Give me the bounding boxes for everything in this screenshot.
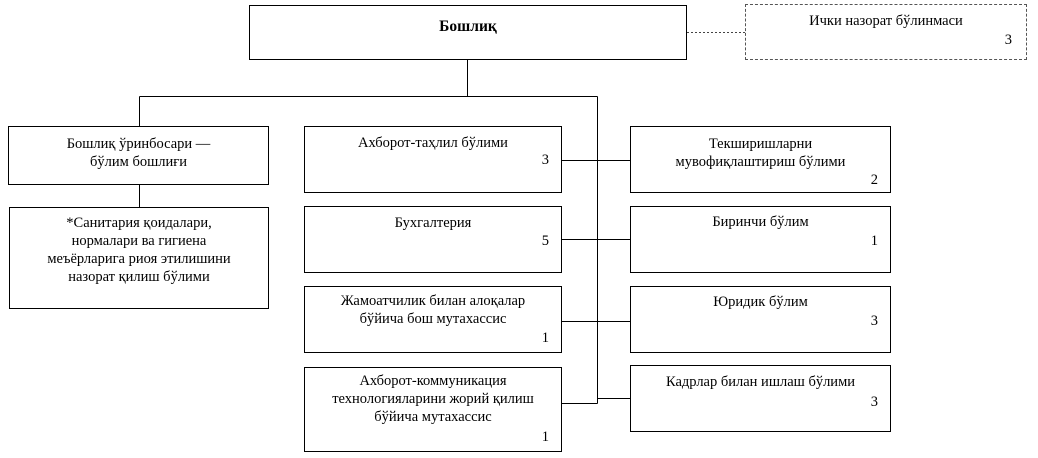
right-unit-legal: Юридик бўлим 3	[630, 286, 891, 353]
deputy-title-line1: Бошлиқ ўринбосари —	[66, 136, 211, 152]
right-unit-inspection-coordination: Текширишларни мувофиқлаштириш бўлими 2	[630, 126, 891, 193]
center-unit-label-line1: Ахборот-таҳлил бўлими	[358, 135, 508, 151]
sanitary-line3: меъёрларига риоя этилишини	[47, 251, 231, 267]
sanitary-control-box: *Санитария қоидалари, нормалари ва гигие…	[9, 207, 269, 309]
center-unit-count: 5	[541, 233, 549, 249]
center-unit-label-line1: Бухгалтерия	[394, 215, 472, 231]
right-unit-label-line1: Биринчи бўлим	[712, 214, 809, 230]
center-unit-count: 3	[541, 152, 549, 168]
right-unit-count: 2	[870, 172, 878, 188]
sanitary-line4: назорат қилиш бўлими	[68, 269, 210, 285]
center-unit-label-line3: бўйича мутахассис	[374, 409, 492, 425]
deputy-box: Бошлиқ ўринбосари — бўлим бошлиғи	[8, 126, 269, 185]
right-unit-label-line1: Кадрлар билан ишлаш бўлими	[665, 374, 856, 390]
center-unit-ict: Ахборот-коммуникация технологияларини жо…	[304, 367, 562, 452]
center-unit-accounting: Бухгалтерия 5	[304, 206, 562, 273]
center-unit-label-line1: Жамоатчилик билан алоқалар	[340, 293, 526, 309]
center-unit-count: 1	[541, 429, 549, 445]
center-unit-label-line2: бўйича бош мутахассис	[359, 311, 507, 327]
right-unit-personnel: Кадрлар билан ишлаш бўлими 3	[630, 365, 891, 432]
sanitary-line1: *Санитария қоидалари,	[66, 215, 212, 231]
right-unit-count: 3	[870, 394, 878, 410]
internal-control-title: Ички назорат бўлинмаси	[809, 13, 963, 29]
right-unit-count: 3	[870, 313, 878, 329]
deputy-title-line2: бўлим бошлиғи	[90, 154, 187, 170]
right-unit-label-line2: мувофиқлаштириш бўлими	[675, 154, 846, 170]
center-unit-label-line2: технологияларини жорий қилиш	[332, 391, 534, 407]
internal-control-box: Ички назорат бўлинмаси 3	[745, 4, 1027, 60]
right-unit-label-line1: Текширишларни	[708, 136, 813, 152]
head-box: Бошлиқ	[249, 5, 687, 60]
right-unit-count: 1	[870, 233, 878, 249]
center-unit-count: 1	[541, 330, 549, 346]
center-unit-public-relations: Жамоатчилик билан алоқалар бўйича бош му…	[304, 286, 562, 353]
sanitary-line2: нормалари ва гигиена	[71, 233, 207, 249]
right-unit-first-department: Биринчи бўлим 1	[630, 206, 891, 273]
right-unit-label-line1: Юридик бўлим	[713, 294, 808, 310]
center-unit-label-line1: Ахборот-коммуникация	[359, 373, 507, 389]
internal-control-count: 3	[1004, 32, 1012, 48]
center-unit-info-analysis: Ахборот-таҳлил бўлими 3	[304, 126, 562, 193]
head-title: Бошлиқ	[439, 18, 497, 35]
